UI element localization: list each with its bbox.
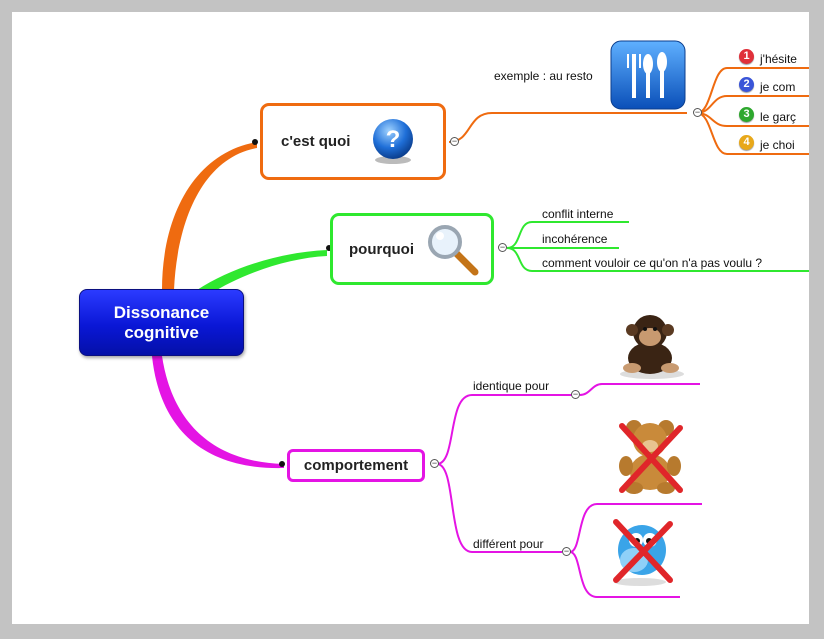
node-cest-quoi-label: c'est quoi [281, 133, 351, 150]
teddy-bear-crossed-icon [619, 420, 683, 494]
cutlery-icon [610, 40, 686, 110]
badge-2: 2 [739, 77, 754, 92]
collapse-toggle-comportement[interactable]: − [430, 458, 439, 468]
node-pourquoi-label: pourquoi [349, 240, 414, 258]
link-pourquoi-3 [506, 247, 809, 272]
monkey-icon [620, 315, 684, 379]
bird-crossed-icon [613, 519, 673, 586]
magnifier-icon [428, 225, 479, 276]
collapse-toggle-quoi[interactable]: − [450, 136, 459, 146]
link-root-quoi [162, 142, 257, 290]
pourquoi-item-2: incohérence [542, 232, 608, 246]
node-comportement[interactable]: comportement [287, 449, 425, 482]
root-title: Dissonance cognitive [113, 302, 210, 342]
mindmap-canvas: Dissonance cognitive c'est quoi ? − exem… [12, 12, 809, 624]
collapse-toggle-pourquoi[interactable]: − [498, 242, 507, 252]
step-4-text: je choi [760, 138, 795, 152]
node-pourquoi[interactable]: pourquoi [330, 213, 494, 285]
badge-1: 1 [739, 49, 754, 64]
link-quoi-example [448, 112, 687, 143]
pourquoi-item-3: comment vouloir ce qu'on n'a pas voulu ? [542, 256, 763, 270]
link-root-pourquoi [197, 250, 327, 294]
connector-lines [152, 67, 809, 598]
attach-dot [279, 461, 285, 467]
link-root-comportement [152, 356, 284, 469]
link-comp-identique [436, 394, 572, 465]
node-cest-quoi[interactable]: c'est quoi ? [260, 103, 446, 180]
attach-dot [326, 245, 332, 251]
link-comp-different [436, 463, 562, 553]
node-comportement-label: comportement [303, 457, 409, 474]
question-icon: ? [373, 119, 413, 164]
identique-label: identique pour [473, 379, 550, 393]
step-1-text: j'hésite [760, 52, 797, 66]
svg-text:?: ? [386, 126, 401, 153]
pourquoi-item-1: conflit interne [542, 207, 614, 221]
collapse-toggle-different[interactable]: − [562, 546, 571, 556]
root-node[interactable]: Dissonance cognitive [79, 289, 244, 356]
link-identique-monkey [579, 383, 700, 396]
link-different-bird [569, 551, 680, 598]
attach-dot [252, 139, 258, 145]
different-label: différent pour [473, 537, 544, 551]
badge-3: 3 [739, 107, 754, 122]
example-label: exemple : au resto [494, 69, 593, 83]
step-2-text: je com [760, 80, 796, 94]
step-3-text: le garç [760, 110, 797, 124]
link-different-bear [569, 503, 702, 553]
badge-4: 4 [739, 135, 754, 150]
collapse-toggle-example[interactable]: − [693, 107, 702, 117]
collapse-toggle-identique[interactable]: − [571, 389, 580, 399]
